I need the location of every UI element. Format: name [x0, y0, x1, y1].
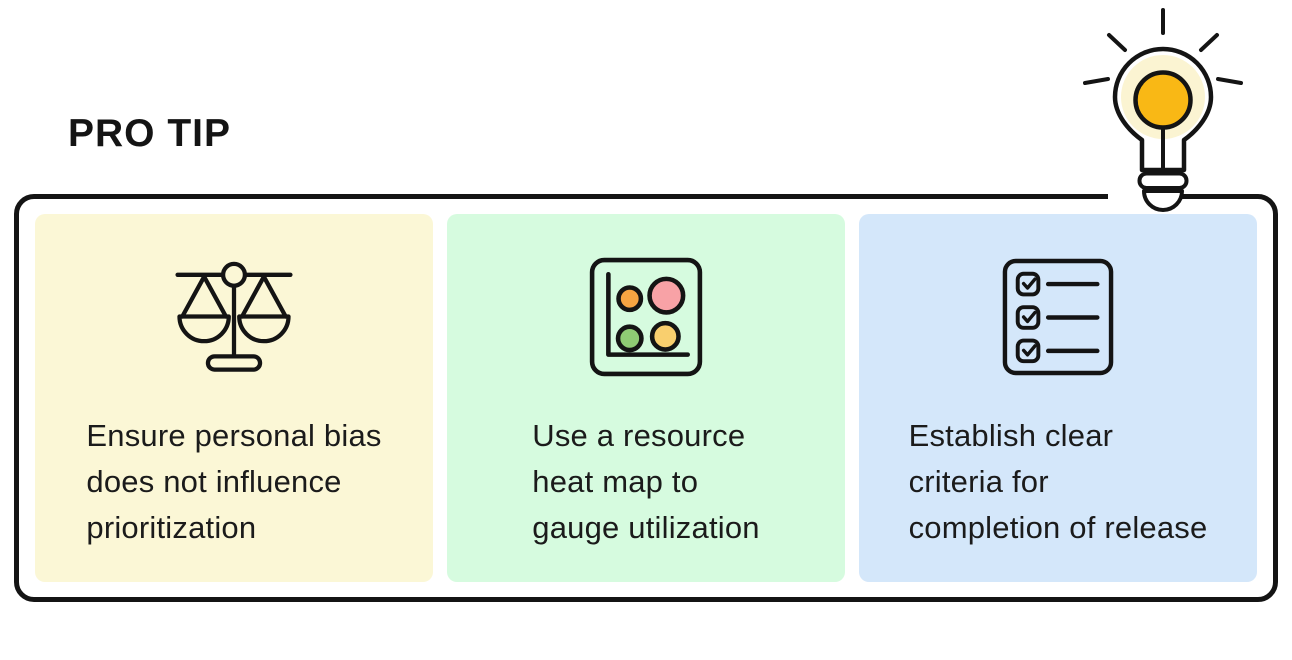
tip-card-bias: Ensure personal bias does not influence … [35, 214, 433, 582]
tip-line: Use a resource [532, 418, 746, 453]
checklist-icon [1002, 257, 1114, 377]
heatmap-dot-pink [647, 276, 686, 315]
tip-line: Establish clear [908, 418, 1114, 453]
lightbulb-icon [1083, 8, 1243, 212]
tip-text-bias: Ensure personal bias does not influence … [86, 413, 381, 551]
tip-line: Ensure personal bias [86, 418, 382, 453]
bulb-filament-circle [1133, 70, 1193, 130]
tip-line: criteria for [908, 464, 1049, 499]
tip-text-criteria: Establish clear criteria for completion … [909, 413, 1208, 551]
tips-container: Ensure personal bias does not influence … [14, 194, 1278, 602]
heat-map-icon [589, 257, 703, 377]
tip-text-heatmap: Use a resource heat map to gauge utiliza… [532, 413, 759, 551]
tip-line: completion of release [908, 510, 1208, 545]
balance-scale-icon [170, 257, 298, 377]
tip-line: prioritization [86, 510, 257, 545]
tip-line: gauge utilization [532, 510, 760, 545]
tip-line: heat map to [532, 464, 699, 499]
heatmap-dot-amber [649, 320, 681, 352]
pro-tip-title: PRO TIP [68, 112, 232, 155]
bulb-base-cap [1142, 189, 1184, 212]
lightbulb-rays [1083, 8, 1243, 85]
heatmap-dot-green [615, 324, 644, 353]
tip-line: does not influence [86, 464, 342, 499]
heatmap-dot-orange [616, 285, 644, 313]
tip-card-heatmap: Use a resource heat map to gauge utiliza… [447, 214, 845, 582]
bulb-neck-ring [1137, 171, 1189, 190]
tip-card-criteria: Establish clear criteria for completion … [859, 214, 1257, 582]
